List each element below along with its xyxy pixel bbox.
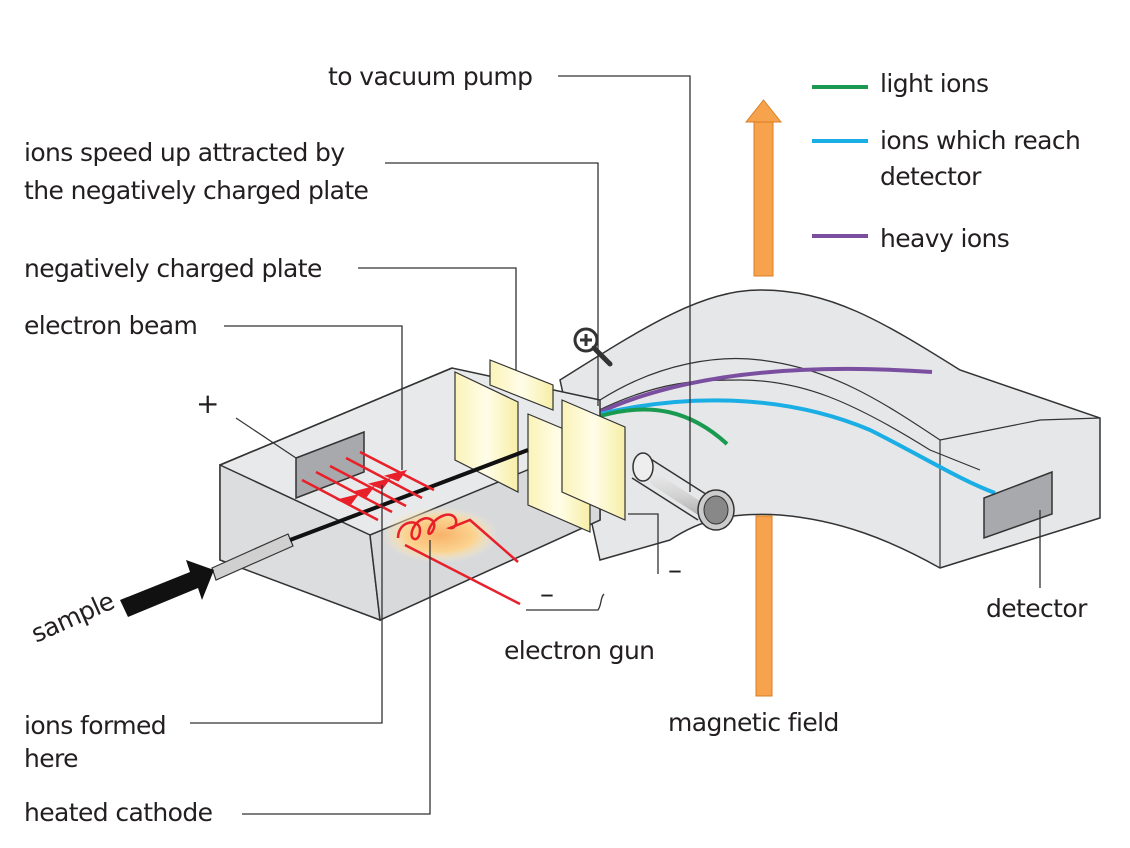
minus-sign-plate: – [668,553,682,586]
detector-plate [983,470,1053,540]
positive-sign: + [196,387,220,420]
label-magnetic-field: magnetic field [668,708,839,737]
label-heated-cathode: heated cathode [24,798,213,827]
vacuum-pump-tube [631,452,735,531]
legend-label-light-ions: light ions [880,69,989,98]
zoom-in-button[interactable] [570,325,616,371]
label-ions-speed-up-line1: ions speed up attracted by [24,138,345,167]
positive-plate [295,430,365,500]
label-ions-formed-line2: here [24,744,79,773]
magnetic-field-arrow-up [744,99,783,277]
label-electron-beam: electron beam [24,311,198,340]
ions-reach-detector-path [599,398,996,495]
leader-lines [190,75,1041,815]
label-vacuum-pump: to vacuum pump [328,62,533,91]
sample-inlet [211,448,529,581]
label-ions-speed-up-line2: the negatively charged plate [24,176,369,205]
sample-arrow [120,560,214,617]
heated-cathode-filament [382,507,521,606]
legend-label-heavy-ions: heavy ions [880,224,1010,253]
light-ions-path [599,407,729,446]
minus-sign-electron-gun: – [540,577,554,610]
label-electron-gun: electron gun [504,636,655,665]
label-detector: detector [986,594,1087,623]
label-ions-formed-line1: ions formed [24,711,167,740]
legend-label-ions-reach-detector-line1: ions which reach [880,126,1081,155]
heavy-ions-path [599,366,933,414]
magnetic-field-arrow-down [755,515,773,697]
label-negative-plate: negatively charged plate [24,254,322,283]
electron-beam-arrows [301,450,435,522]
legend-label-ions-reach-detector-line2: detector [880,162,981,191]
zoom-in-icon [573,327,613,367]
accelerating-plates [454,359,626,533]
